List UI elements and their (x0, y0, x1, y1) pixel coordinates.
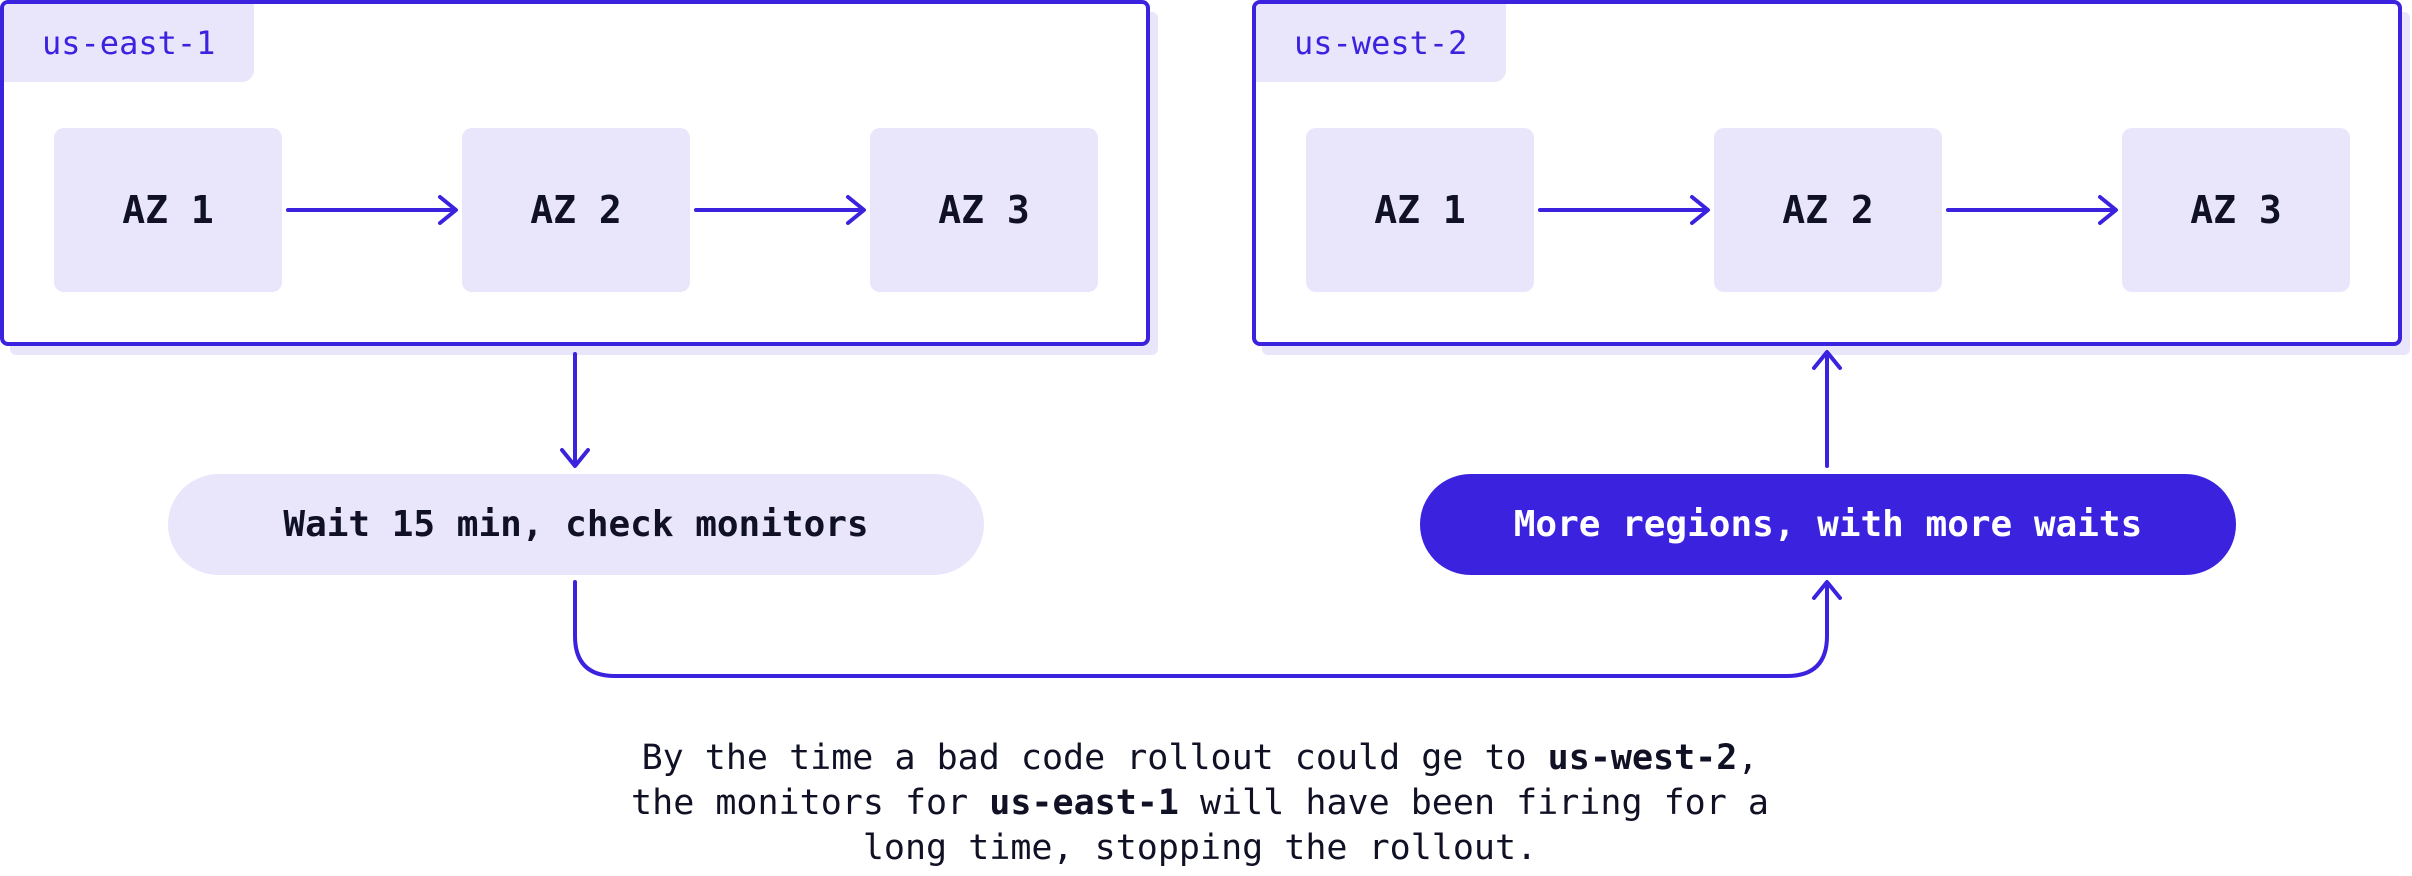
caption-line-2: the monitors for us-east-1 will have bee… (500, 781, 1900, 826)
arrow-right-icon (1946, 195, 2118, 225)
caption-text: the monitors for (631, 783, 990, 823)
arrow-connector-icon (573, 580, 1842, 678)
az-box: AZ 1 (54, 128, 282, 292)
more-regions-pill: More regions, with more waits (1420, 474, 2236, 575)
arrow-down-icon (560, 352, 590, 468)
arrow-up-icon (1812, 350, 1842, 468)
caption-line-3: long time, stopping the rollout. (862, 828, 1538, 868)
region-label: us-east-1 (4, 4, 254, 82)
caption: By the time a bad code rollout could ge … (500, 736, 1900, 871)
caption-text: will have been firing for a (1178, 783, 1769, 823)
caption-region-highlight: us-west-2 (1547, 738, 1738, 778)
arrow-right-icon (694, 195, 866, 225)
arrow-right-icon (286, 195, 458, 225)
caption-text: , (1737, 738, 1759, 778)
az-box: AZ 2 (1714, 128, 1942, 292)
caption-region-highlight: us-east-1 (989, 783, 1179, 823)
wait-step-pill: Wait 15 min, check monitors (168, 474, 984, 575)
arrow-right-icon (1538, 195, 1710, 225)
az-box: AZ 1 (1306, 128, 1534, 292)
caption-line-1: By the time a bad code rollout could ge … (500, 736, 1900, 781)
caption-text: By the time a bad code rollout could ge … (641, 738, 1548, 778)
az-box: AZ 3 (2122, 128, 2350, 292)
region-label: us-west-2 (1256, 4, 1506, 82)
az-box: AZ 2 (462, 128, 690, 292)
az-box: AZ 3 (870, 128, 1098, 292)
